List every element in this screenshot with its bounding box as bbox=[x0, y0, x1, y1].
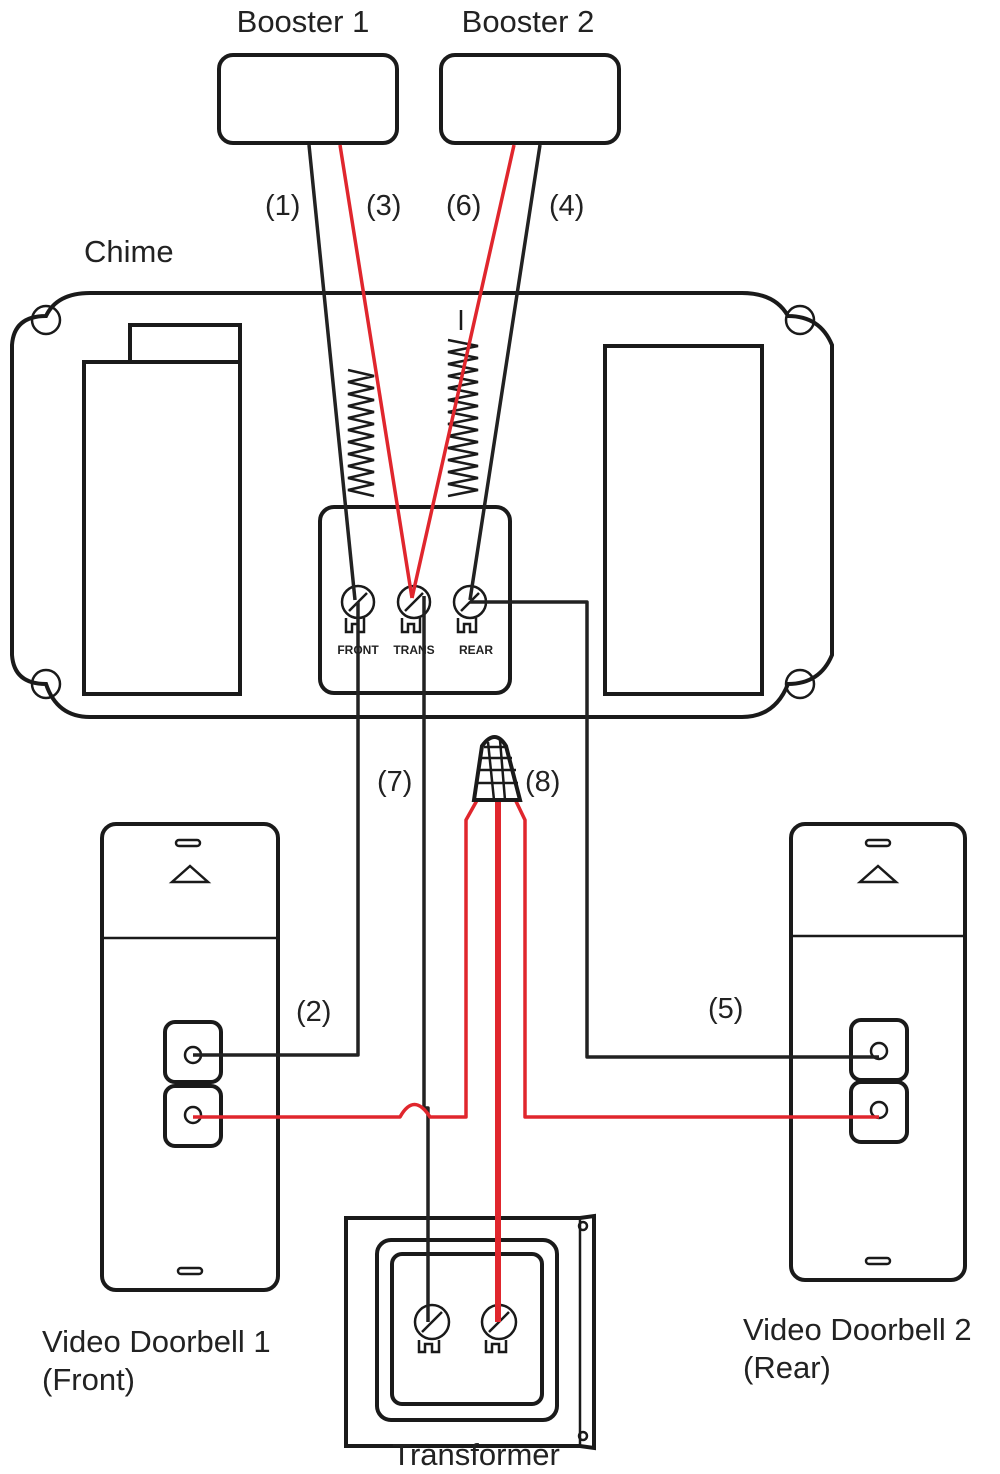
wire-label-6: (6) bbox=[446, 190, 481, 222]
booster-2-box bbox=[439, 53, 621, 145]
booster-1-label: Booster 1 bbox=[237, 4, 370, 39]
booster-2-label: Booster 2 bbox=[462, 4, 595, 39]
wire-4-black bbox=[468, 144, 542, 601]
chime-corner-loop bbox=[30, 304, 62, 336]
wire-3-red bbox=[338, 144, 414, 599]
chime-corner-loop bbox=[784, 668, 816, 700]
screw-terminal-icon bbox=[413, 1303, 451, 1354]
wire-nut-icon bbox=[471, 735, 523, 802]
wire-8-red-doorbell2 bbox=[511, 794, 879, 1119]
wire-label-3: (3) bbox=[366, 190, 401, 222]
chime-corner-loop bbox=[30, 668, 62, 700]
doorbell-2-label: Video Doorbell 2 bbox=[743, 1312, 972, 1347]
booster-1-box bbox=[217, 53, 399, 145]
wire-label-5: (5) bbox=[708, 993, 743, 1025]
wire-1-black bbox=[307, 144, 357, 601]
terminal-rear-label: REAR bbox=[459, 643, 493, 657]
wire-label-2: (2) bbox=[296, 996, 331, 1028]
wire-2-black bbox=[193, 602, 360, 1057]
doorbell-1-sublabel: (Front) bbox=[42, 1362, 135, 1397]
terminal-trans-label: TRANS bbox=[393, 643, 434, 657]
chime-label: Chime bbox=[84, 234, 174, 269]
wire-5-black bbox=[470, 600, 879, 1059]
doorbell-2-sublabel: (Rear) bbox=[743, 1350, 831, 1385]
wire-7-black bbox=[422, 596, 430, 1322]
wire-6-red bbox=[410, 144, 516, 599]
video-doorbell-2 bbox=[789, 822, 967, 1282]
transformer-label: Transformer bbox=[392, 1437, 560, 1472]
transformer-body bbox=[344, 1213, 596, 1451]
wire-label-7: (7) bbox=[377, 766, 412, 798]
wire-label-1: (1) bbox=[265, 190, 300, 222]
chime-corner-loop bbox=[784, 304, 816, 336]
wire-label-4: (4) bbox=[549, 190, 584, 222]
doorbell-1-label: Video Doorbell 1 bbox=[42, 1324, 271, 1359]
chime-tone-bar-left bbox=[82, 360, 242, 696]
wire-8-red-doorbell1 bbox=[193, 794, 482, 1119]
chime-tone-bar-right bbox=[603, 344, 764, 696]
wire-label-8: (8) bbox=[525, 766, 560, 798]
video-doorbell-1 bbox=[100, 822, 280, 1292]
